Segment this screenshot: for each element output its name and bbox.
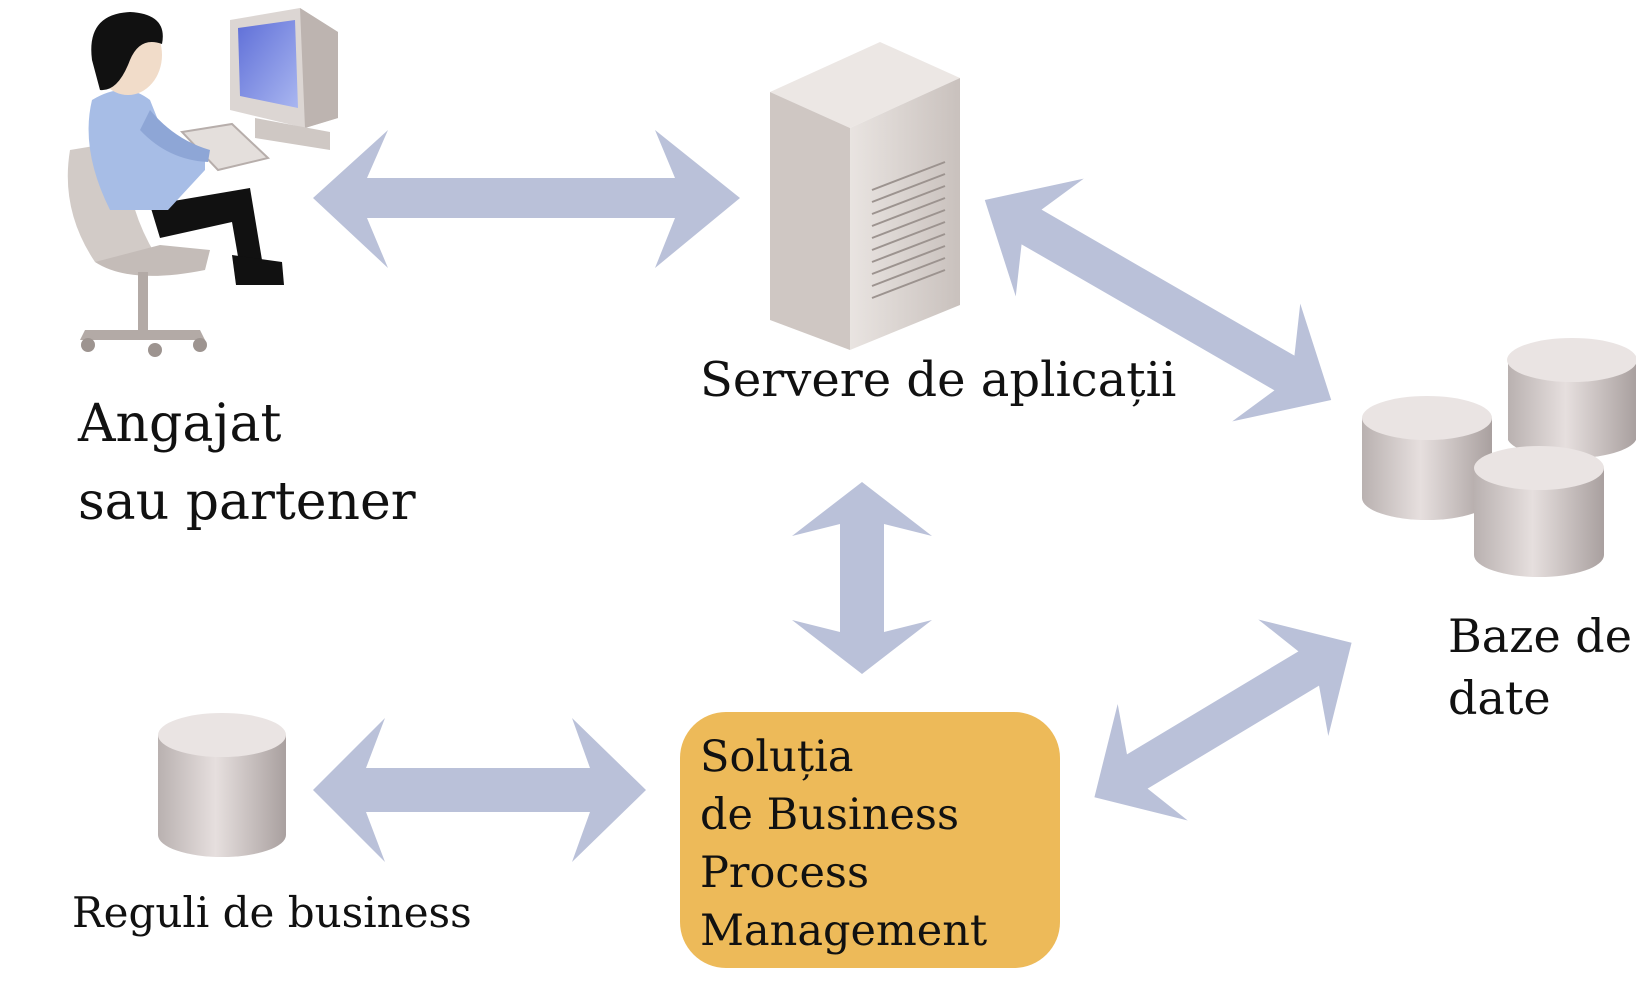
bpm-label-line-2: de Business: [700, 790, 960, 840]
bpm-label-line-3: Process: [700, 848, 870, 898]
arrow-user-server: [313, 130, 740, 268]
bpm-solution-box: Soluția de Business Process Management: [680, 712, 1060, 968]
rules-label: Reguli de business: [72, 888, 472, 937]
database-cylinder-front: [1474, 446, 1604, 577]
databases-label-line-1: Baze de: [1448, 609, 1632, 663]
bpm-label-line-4: Management: [700, 906, 988, 956]
databases-label: Baze de date: [1448, 605, 1632, 729]
database-cylinders-icon: [1362, 338, 1636, 577]
arrow-bpm-databases: [1094, 619, 1352, 821]
database-cylinder-back: [1507, 338, 1636, 459]
bpm-label-line-1: Soluția: [700, 732, 854, 782]
arrow-server-bpm: [792, 482, 932, 674]
server-tower-icon: [770, 42, 960, 350]
user-label-line-2: sau partener: [78, 472, 416, 532]
arrow-server-databases: [984, 178, 1332, 422]
arrow-rules-bpm: [313, 718, 646, 862]
bpm-solution-label: Soluția de Business Process Management: [700, 728, 987, 960]
server-label: Servere de aplicații: [700, 352, 1177, 408]
user-label-line-1: Angajat: [78, 394, 282, 454]
database-cylinder-icon: [158, 713, 286, 857]
database-cylinder-left: [1362, 396, 1492, 520]
user-label: Angajat sau partener: [78, 385, 416, 541]
databases-label-line-2: date: [1448, 671, 1551, 725]
person-at-computer-icon: [67, 8, 338, 357]
